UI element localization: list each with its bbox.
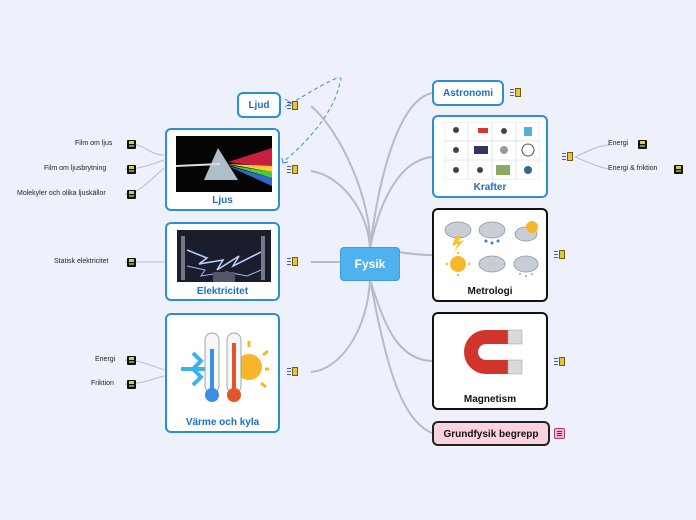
leaf-film-om-ljus[interactable]: Film om ljus xyxy=(75,140,113,147)
leaf-friktion[interactable]: Friktion xyxy=(91,380,114,387)
film-icon[interactable] xyxy=(674,165,683,174)
notes-icon[interactable] xyxy=(510,88,521,97)
node-krafter[interactable]: Krafter xyxy=(432,115,548,198)
film-icon[interactable] xyxy=(127,190,136,199)
node-magnetism[interactable]: Magnetism xyxy=(432,312,548,410)
node-metrologi-label: Metrologi xyxy=(467,286,513,297)
notes-icon[interactable] xyxy=(287,165,298,174)
notes-icon[interactable] xyxy=(562,152,573,161)
notes-icon[interactable] xyxy=(287,101,298,110)
node-elektricitet[interactable]: Elektricitet xyxy=(165,222,280,301)
film-icon[interactable] xyxy=(127,380,136,389)
magnet-image xyxy=(464,329,523,375)
node-grundfysik-begrepp[interactable]: Grundfysik begrepp xyxy=(432,421,550,446)
node-ljud-label: Ljud xyxy=(248,100,270,111)
notes-icon[interactable] xyxy=(554,250,565,259)
notes-icon[interactable] xyxy=(554,428,565,439)
node-ljud[interactable]: Ljud xyxy=(237,92,281,118)
leaf-film-om-ljusbrytning[interactable]: Film om ljusbrytning xyxy=(44,165,107,172)
node-varme-label: Värme och kyla xyxy=(185,417,260,428)
film-icon[interactable] xyxy=(127,165,136,174)
film-icon[interactable] xyxy=(127,140,136,149)
node-metrologi[interactable]: Metrologi xyxy=(432,208,548,302)
leaf-energi-och-friktion[interactable]: Energi & friktion xyxy=(608,165,658,172)
node-krafter-label: Krafter xyxy=(473,182,507,193)
weather-icons-image xyxy=(444,221,539,278)
leaf-statisk-elektricitet[interactable]: Statisk elektricitet xyxy=(54,258,109,265)
node-grundfysik-label: Grundfysik begrepp xyxy=(443,429,539,440)
node-elektricitet-label: Elektricitet xyxy=(196,286,249,297)
electricity-image xyxy=(177,230,271,282)
prism-image xyxy=(176,136,272,192)
leaf-energi-krafter[interactable]: Energi xyxy=(608,140,629,147)
film-icon[interactable] xyxy=(127,258,136,267)
leaf-energi[interactable]: Energi xyxy=(95,356,116,363)
node-magnetism-label: Magnetism xyxy=(463,394,517,405)
film-icon[interactable] xyxy=(127,356,136,365)
node-ljus-label: Ljus xyxy=(212,195,233,206)
thermometer-image xyxy=(181,332,269,402)
krafter-image xyxy=(444,122,540,180)
leaf-molekyler[interactable]: Molekyler och olika ljuskällor xyxy=(17,190,106,197)
film-icon[interactable] xyxy=(638,140,647,149)
node-astronomi[interactable]: Astronomi xyxy=(432,80,504,106)
node-astronomi-label: Astronomi xyxy=(443,88,493,99)
node-varme-och-kyla[interactable]: Värme och kyla xyxy=(165,313,280,433)
node-ljus[interactable]: Ljus xyxy=(165,128,280,211)
notes-icon[interactable] xyxy=(287,367,298,376)
central-topic[interactable]: Fysik xyxy=(340,247,400,281)
notes-icon[interactable] xyxy=(287,257,298,266)
notes-icon[interactable] xyxy=(554,357,565,366)
